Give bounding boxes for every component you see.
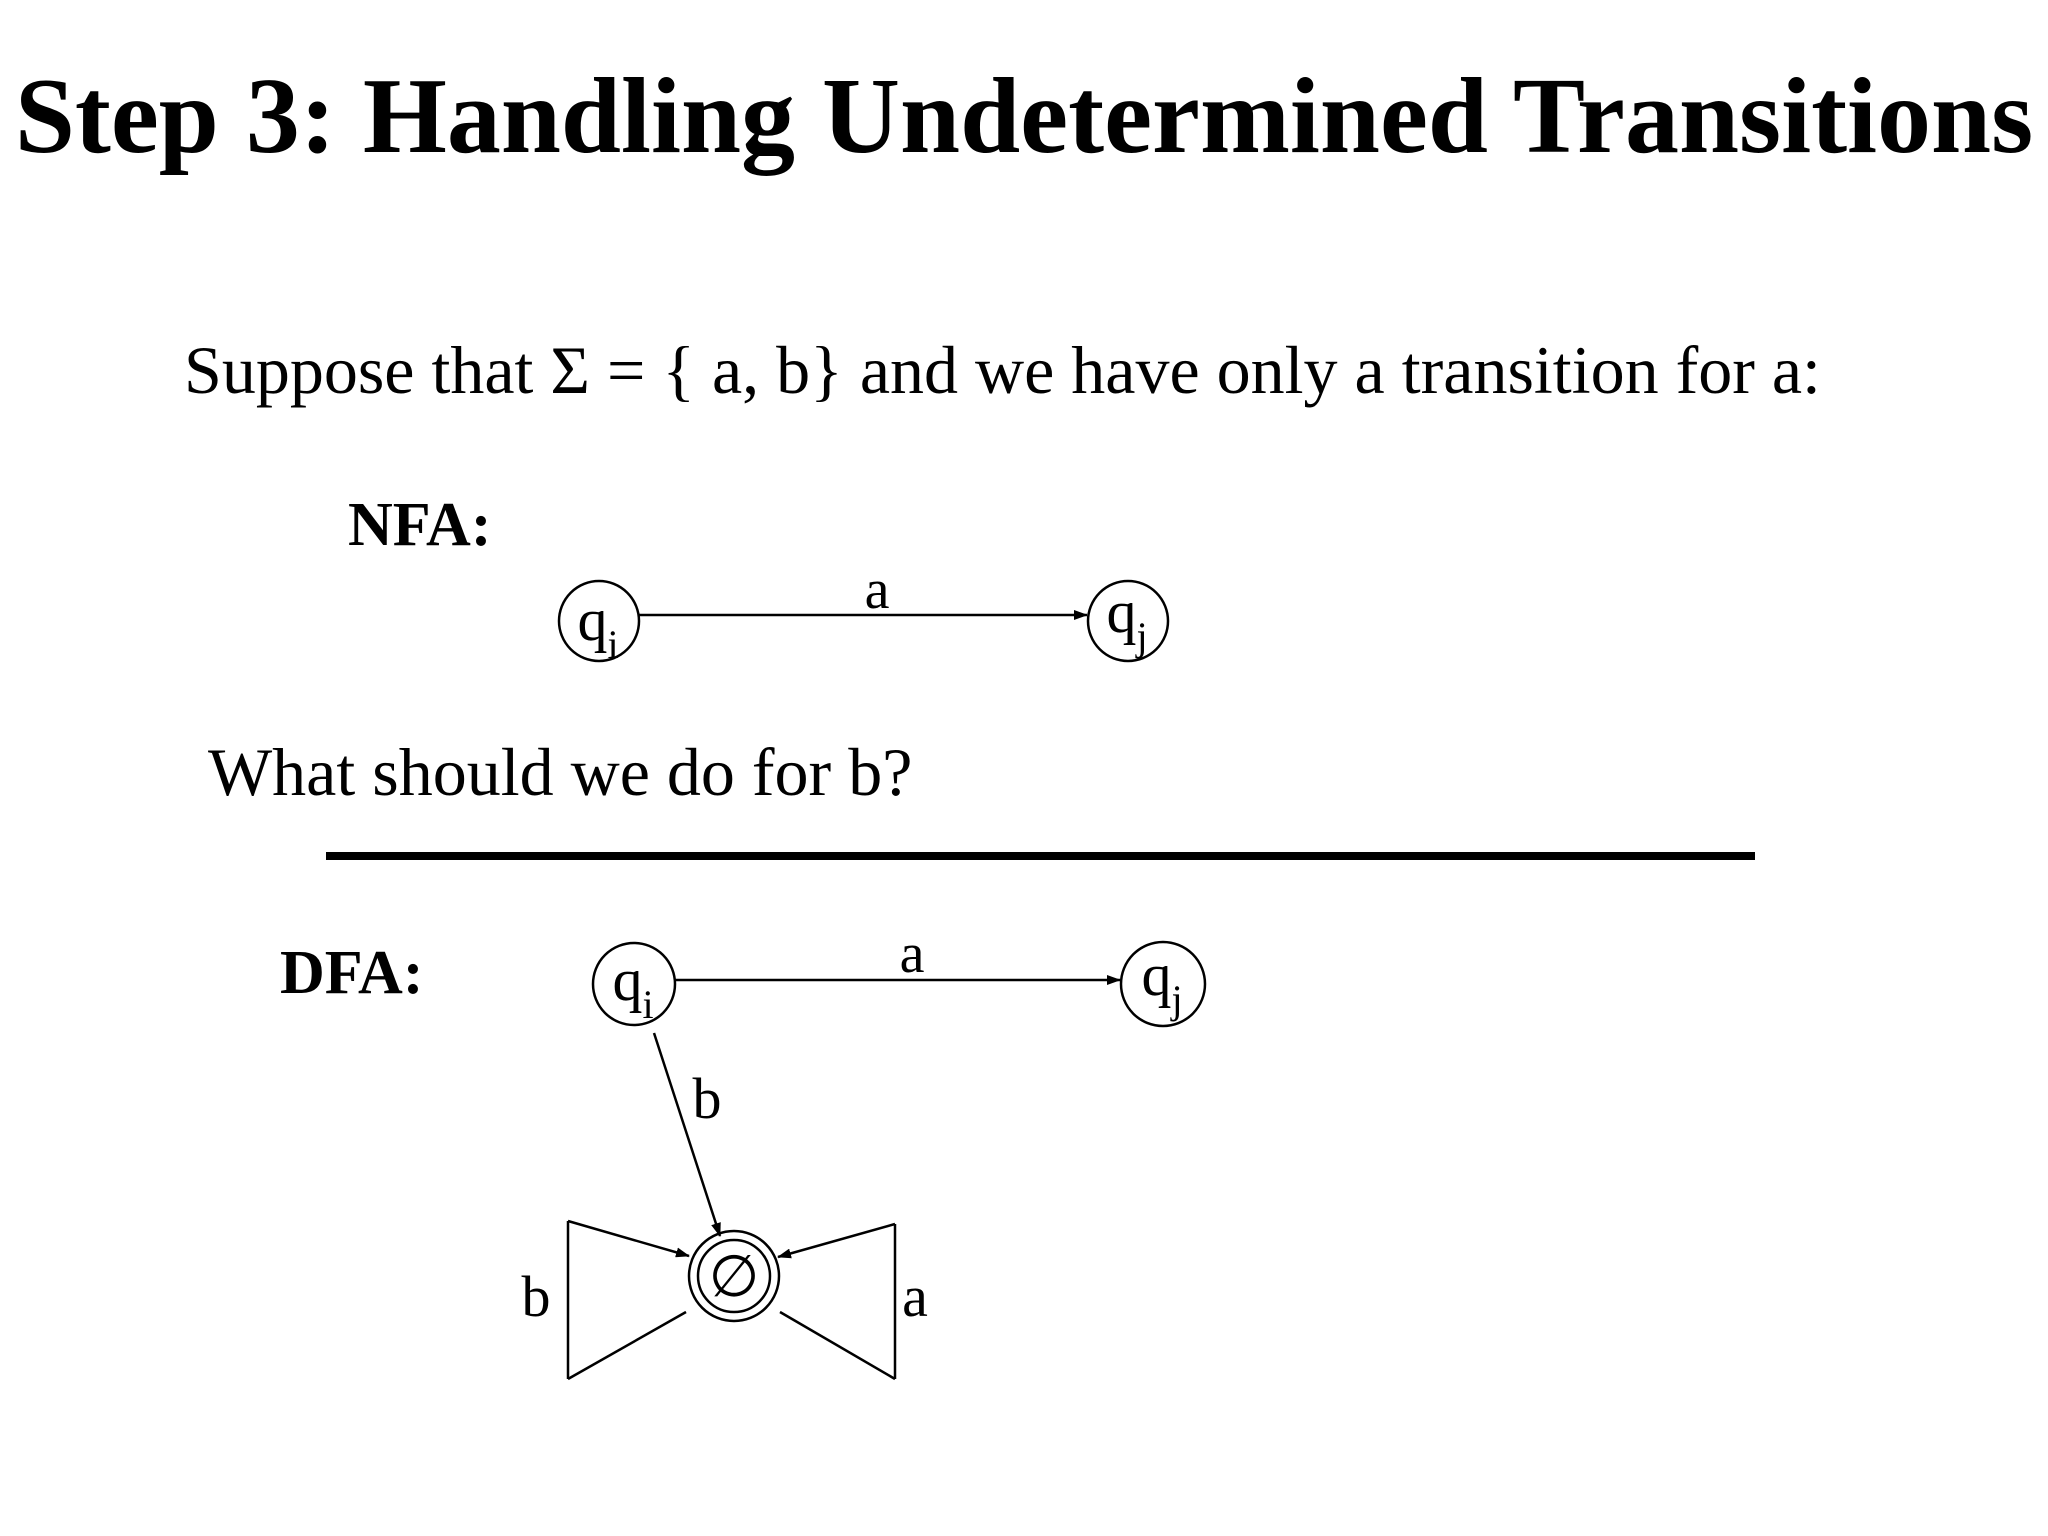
nfa-state-qi: qi [557, 579, 641, 667]
nfa-transition-a: a [639, 559, 1088, 621]
dfa-state-qj-name: q [1141, 942, 1171, 1008]
dfa-transition-a-label: a [900, 923, 925, 985]
svg-text:qj: qj [1141, 942, 1182, 1022]
dfa-diagram: qi qj ∅ a b b [522, 923, 1207, 1381]
intro-text: Suppose that Σ = { a, b} and we have onl… [184, 332, 1821, 408]
nfa-state-qi-subscript: i [607, 622, 618, 667]
nfa-transition-a-label: a [865, 559, 890, 621]
dfa-state-qi-name: q [612, 947, 642, 1013]
dfa-state-empty-name: ∅ [709, 1244, 760, 1309]
nfa-state-qj: qj [1086, 579, 1170, 663]
svg-text:qi: qi [577, 587, 618, 667]
dfa-transition-a: a [675, 923, 1121, 985]
dfa-self-loop-a: a [777, 1222, 928, 1381]
svg-text:qi: qi [612, 947, 653, 1027]
nfa-diagram: qi qj a [557, 559, 1170, 667]
nfa-label: NFA: [348, 491, 492, 559]
nfa-state-qj-name: q [1106, 579, 1136, 645]
dfa-state-qi-subscript: i [642, 982, 653, 1027]
dfa-label: DFA: [280, 939, 424, 1007]
dfa-self-loop-a-label: a [902, 1264, 928, 1329]
dfa-transition-b-label: b [693, 1066, 722, 1131]
dfa-state-qj: qj [1119, 940, 1207, 1028]
question-text: What should we do for b? [208, 734, 913, 810]
dfa-self-loop-b-label: b [522, 1264, 551, 1329]
dfa-state-qi: qi [591, 941, 677, 1027]
dfa-state-empty: ∅ [687, 1229, 781, 1323]
dfa-state-qj-subscript: j [1169, 977, 1182, 1022]
slide-title: Step 3: Handling Undetermined Transition… [14, 57, 2034, 176]
dfa-transition-b: b [652, 1032, 722, 1237]
svg-text:qj: qj [1106, 579, 1147, 659]
nfa-state-qi-name: q [577, 587, 607, 653]
divider-line [326, 852, 1755, 860]
nfa-state-qj-subscript: j [1134, 614, 1147, 659]
dfa-self-loop-b: b [522, 1219, 690, 1381]
